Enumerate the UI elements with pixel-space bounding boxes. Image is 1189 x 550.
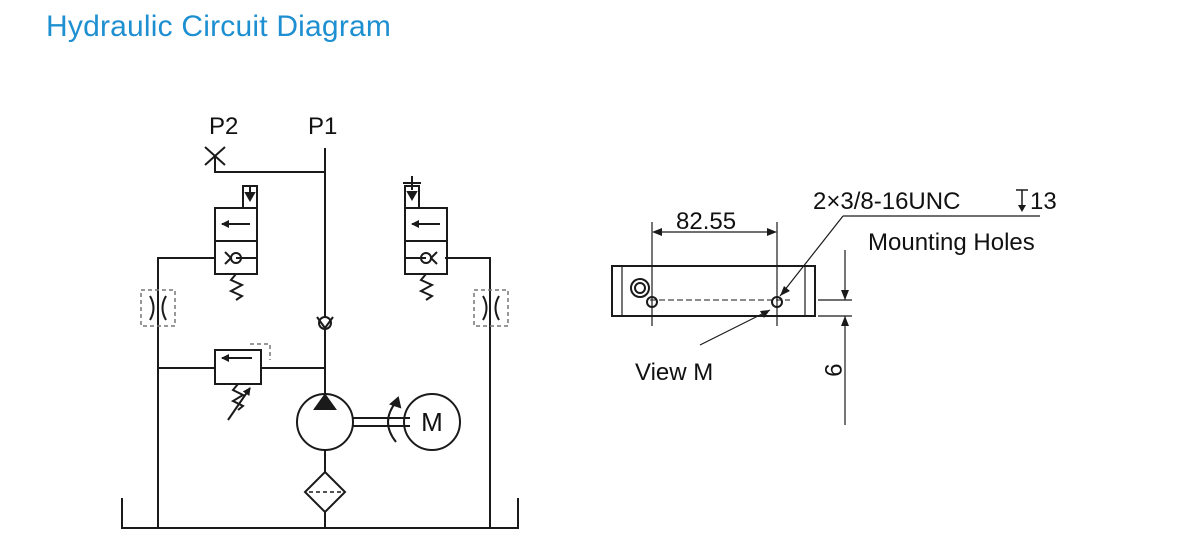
fitting-icon: [630, 278, 650, 298]
view-m-label: View M: [635, 359, 713, 386]
motor-icon: [403, 393, 461, 451]
left-solenoid-icon: [242, 185, 258, 209]
page-title: Hydraulic Circuit Diagram: [46, 10, 392, 43]
left-orifice-icon: [140, 289, 176, 327]
right-orifice-icon: [473, 289, 509, 327]
mounting-holes-label: Mounting Holes: [868, 229, 1035, 256]
check-valve-icon: [316, 316, 334, 330]
pump-icon: [296, 393, 410, 451]
dimension-length-label: 82.55: [676, 208, 736, 235]
rotation-arrow-icon: [387, 401, 397, 443]
left-solenoid-valve: [214, 185, 258, 301]
motor-label: M: [421, 407, 443, 437]
right-actuator-line: [445, 257, 491, 528]
hole-spec-label: 2×3/8-16UNC: [813, 188, 960, 215]
view-m-drawing: [611, 189, 1040, 425]
relief-spring-icon: [230, 383, 246, 411]
port-p2-label: P2: [209, 113, 238, 140]
port-p1-label: P1: [308, 113, 337, 140]
p2-line: [214, 156, 325, 173]
right-solenoid-valve: [403, 176, 448, 301]
relief-valve: [214, 343, 325, 421]
mounting-bar: [611, 265, 816, 317]
hydraulic-circuit: P2 P1: [121, 113, 519, 529]
left-valve-spring-icon: [228, 273, 245, 301]
left-actuator-line: [157, 257, 215, 528]
right-valve-spring-icon: [418, 273, 435, 301]
filter-icon: [303, 470, 347, 514]
tank-reservoir: [121, 498, 519, 529]
dimension-offset-label: 9: [819, 363, 846, 376]
hole-depth-label: 13: [1030, 188, 1057, 215]
depth-symbol-icon: [1016, 189, 1028, 212]
